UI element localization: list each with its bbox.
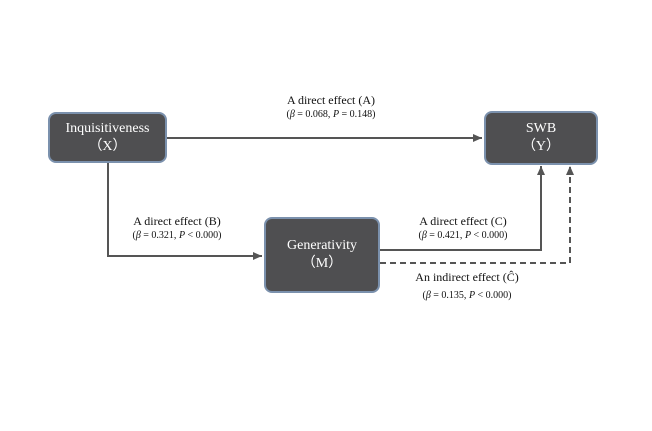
path-c-hat-p-symbol: P: [468, 290, 476, 301]
path-c-title: A direct effect (C): [419, 214, 507, 228]
path-b-p-symbol: P: [178, 230, 186, 241]
path-b-beta-value: = 0.321,: [140, 230, 179, 241]
path-a-label: A direct effect (A) (β = 0.068, P = 0.14…: [246, 93, 416, 122]
node-swb: SWB （Y）: [484, 111, 598, 165]
path-c-p-symbol: P: [464, 230, 472, 241]
node-inquisitiveness-name: Inquisitiveness: [65, 120, 150, 136]
path-b-beta-symbol: β: [135, 230, 141, 241]
path-c-hat-beta-value: = 0.135,: [430, 290, 469, 301]
node-swb-code: （Y）: [521, 139, 561, 154]
path-a-p-symbol: P: [332, 109, 340, 120]
path-c-hat-beta-symbol: β: [425, 290, 431, 301]
path-a-p-value: = 0.148): [339, 109, 376, 120]
path-c-hat-arrow: [380, 166, 574, 264]
path-b-title: A direct effect (B): [133, 214, 221, 228]
path-c-beta-symbol: β: [421, 230, 427, 241]
path-b-label: A direct effect (B) (β = 0.321, P < 0.00…: [102, 214, 252, 243]
node-generativity: Generativity （M）: [264, 217, 380, 293]
path-a-beta-value: = 0.068,: [294, 109, 333, 120]
node-generativity-name: Generativity: [287, 238, 357, 253]
path-c-stats: (β = 0.421, P < 0.000): [418, 230, 508, 241]
node-inquisitiveness: Inquisitiveness （X）: [48, 112, 167, 163]
path-b-p-value: < 0.000): [185, 230, 222, 241]
path-a-title: A direct effect (A): [286, 93, 376, 107]
path-c-hat-p-value: < 0.000): [475, 290, 512, 301]
path-a-beta-symbol: β: [289, 109, 295, 120]
node-inquisitiveness-code: （X）: [88, 138, 127, 154]
path-c-p-value: < 0.000): [471, 230, 508, 241]
node-generativity-code: （M）: [301, 256, 343, 271]
path-c-label: A direct effect (C) (β = 0.421, P < 0.00…: [388, 214, 538, 243]
path-c-hat-label: An indirect effect (Ĉ) (β = 0.135, P < 0…: [392, 270, 542, 303]
path-c-hat-stats: (β = 0.135, P < 0.000): [422, 290, 512, 301]
path-c-hat-title: An indirect effect (Ĉ): [415, 270, 519, 284]
path-c-arrow: [380, 166, 545, 251]
path-b-arrow: [107, 163, 262, 260]
path-c-beta-value: = 0.421,: [426, 230, 465, 241]
path-a-stats: (β = 0.068, P = 0.148): [286, 109, 376, 120]
node-swb-name: SWB: [525, 121, 557, 136]
path-b-stats: (β = 0.321, P < 0.000): [132, 230, 222, 241]
